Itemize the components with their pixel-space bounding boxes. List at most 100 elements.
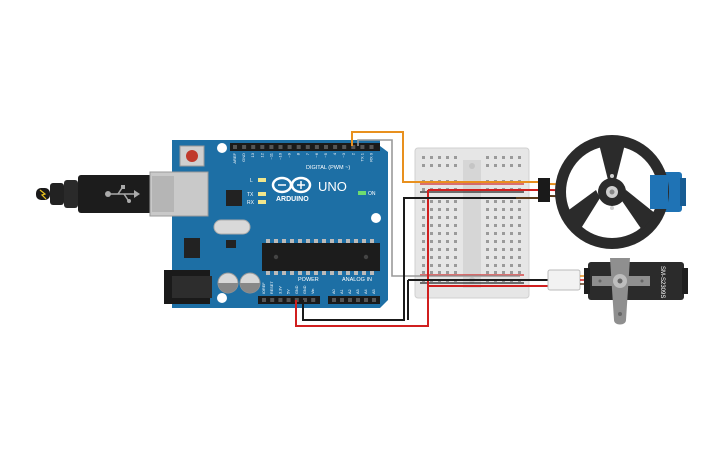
servo-motor-small[interactable]: SM-S2309S [547,258,688,325]
l-led-label: L [250,178,253,184]
analog-pin-label: A4 [364,289,368,294]
header-pin[interactable] [364,298,368,302]
power-pin-label: IOREF [262,282,266,294]
header-pin[interactable] [251,145,256,149]
header-pin[interactable] [324,145,328,149]
on-led-label: ON [368,191,376,197]
analog-header[interactable] [328,296,380,304]
analog-pin-label: A2 [348,289,352,294]
digital-header[interactable] [230,143,380,151]
atmega-microcontroller [262,239,380,275]
rx-led-label: RX [247,200,255,206]
servo-screw [610,206,614,210]
header-pin[interactable] [372,298,376,302]
header-pin[interactable] [270,298,275,302]
breadboard[interactable] [414,147,530,299]
capacitor [217,272,239,294]
header-pin[interactable] [303,298,307,302]
header-pin[interactable] [296,145,301,149]
wire-orange-signal[interactable] [351,131,520,183]
analog-header-label: ANALOG IN [342,277,372,283]
digital-pin-label: AREF [232,152,237,163]
header-pin[interactable] [333,145,338,149]
arduino-infinity-logo [271,176,312,194]
mounting-hole [217,293,227,303]
arduino-uno-board[interactable]: L TX RX ON ARDUINO UNO AREF GND 13 12 ~11 ~10… [149,140,388,308]
header-pin[interactable] [242,145,247,149]
digital-pin-label: 13 [250,152,255,157]
tx-led-label: TX [247,192,254,198]
servo-model-label: SM-S2309S [659,266,665,298]
digital-pin-label: TX 1 [359,152,364,161]
header-pin[interactable] [332,298,336,302]
wire-grey-signal[interactable] [357,139,520,277]
header-pin[interactable] [278,298,283,302]
header-pin[interactable] [286,298,291,302]
analog-pin-holes [332,298,376,302]
header-pin[interactable] [348,298,352,302]
header-pin[interactable] [260,145,265,149]
status-leds [258,178,366,204]
reset-button[interactable] [179,145,205,167]
power-pin-label: RESET [270,281,274,294]
usb-chip [226,190,242,206]
wire-black-gnd[interactable] [302,197,420,321]
power-pin-label: GND [303,285,307,294]
header-pin[interactable] [369,145,374,149]
digital-pin-label: 4 [332,152,337,155]
servo-screw [610,174,614,178]
digital-pin-label: 8 [296,152,301,155]
header-pin[interactable] [269,145,274,149]
digital-pin-label: ~6 [314,152,319,157]
digital-pin-label: ~5 [323,152,328,157]
regulator-chip [184,238,200,258]
digital-pin-label: ~3 [341,152,346,157]
mounting-hole [217,143,227,153]
power-pin-label: GND [295,285,299,294]
header-pin[interactable] [356,298,360,302]
header-pin[interactable] [262,298,266,302]
crystal-oscillator [213,219,251,235]
wheel[interactable] [555,135,669,249]
capacitor [239,272,261,294]
header-pin[interactable] [305,145,310,149]
power-jack [164,270,212,304]
brand-label: ARDUINO [276,196,309,203]
analog-pin-labels: A0 A1 A2 A3 A4 A5 [332,289,376,294]
digital-header-label: DIGITAL (PWM ~) [306,165,350,171]
header-pin[interactable] [314,145,319,149]
mounting-hole [371,213,381,223]
digital-pin-label: ~11 [268,152,273,159]
header-pin[interactable] [233,145,237,149]
digital-pin-label: 12 [259,152,264,157]
digital-pin-label: GND [241,153,246,162]
digital-pin-label: RX 0 [369,152,374,162]
model-label: UNO [318,179,347,194]
header-pin[interactable] [360,145,365,149]
analog-pin-label: A3 [356,289,360,294]
digital-pin-holes [233,145,374,149]
analog-pin-label: A0 [332,289,336,294]
analog-pin-label: A5 [372,289,376,294]
header-pin[interactable] [287,145,292,149]
digital-pin-label: ~10 [278,152,283,160]
usb-cable[interactable] [36,175,152,213]
wires[interactable] [295,131,548,327]
wire-red-5v[interactable] [295,190,429,327]
servo-plug [547,269,581,291]
power-header-label: POWER [298,277,319,283]
analog-pin-label: A1 [340,289,344,294]
digital-pin-label: 2 [350,152,355,155]
header-pin[interactable] [278,145,283,149]
header-pin[interactable] [342,145,347,149]
header-pin[interactable] [311,298,316,302]
power-pin-label: 5V [287,289,291,294]
header-pin[interactable] [340,298,344,302]
power-pin-label: 3.3V [278,286,282,294]
header-pin[interactable] [351,145,356,149]
servo-motor-with-wheel[interactable] [538,135,686,249]
servo-horn[interactable] [592,258,650,325]
